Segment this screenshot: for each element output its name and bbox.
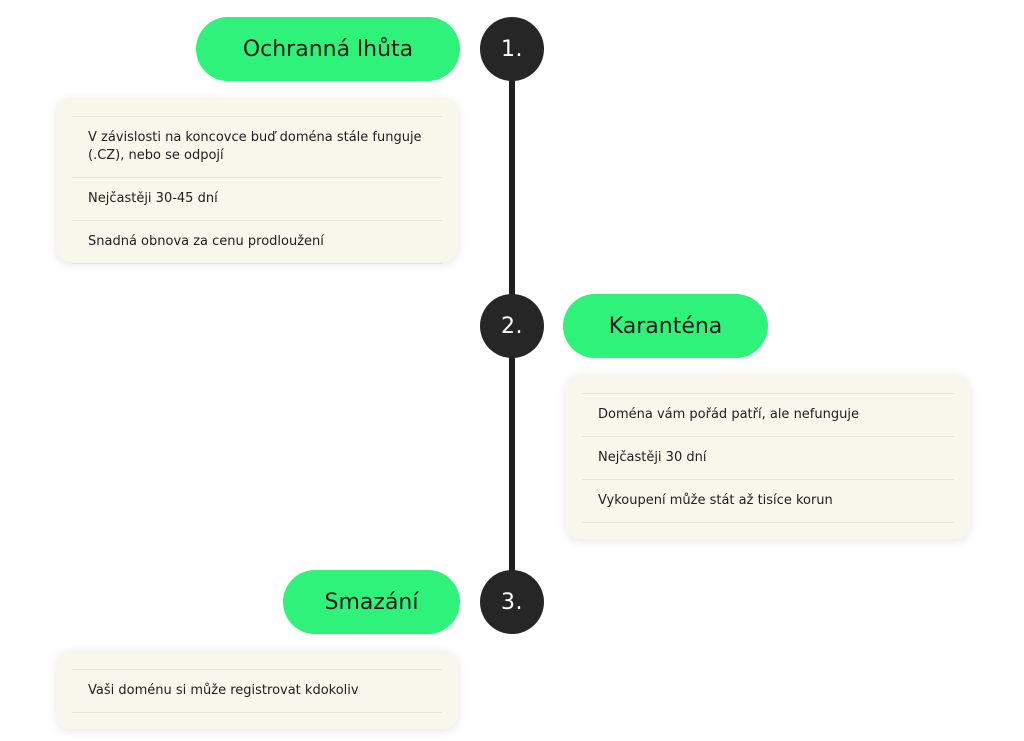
step-1-list: V závislosti na koncovce buď doména stál… — [72, 116, 442, 264]
list-item: Nejčastěji 30 dní — [582, 437, 954, 480]
list-item: Snadná obnova za cenu prodloužení — [72, 221, 442, 264]
step-3-list: Vaši doménu si může registrovat kdokoliv — [72, 669, 442, 713]
step-2-title: Karanténa — [563, 294, 768, 358]
step-1-card: V závislosti na koncovce buď doména stál… — [56, 98, 458, 264]
step-2-list: Doména vám pořád patří, ale nefunguje Ne… — [582, 393, 954, 523]
step-3-title: Smazání — [283, 570, 460, 634]
step-1-title: Ochranná lhůta — [196, 17, 460, 81]
step-3-number: 3. — [480, 570, 544, 634]
list-item: V závislosti na koncovce buď doména stál… — [72, 117, 442, 178]
step-2-card: Doména vám pořád patří, ale nefunguje Ne… — [566, 375, 970, 539]
step-3-card: Vaši doménu si může registrovat kdokoliv — [56, 651, 458, 729]
list-item: Doména vám pořád patří, ale nefunguje — [582, 394, 954, 437]
step-1-number: 1. — [480, 17, 544, 81]
list-item: Nejčastěji 30-45 dní — [72, 178, 442, 221]
step-2-number: 2. — [480, 294, 544, 358]
list-item: Vaši doménu si může registrovat kdokoliv — [72, 670, 442, 713]
list-item: Vykoupení může stát až tisíce korun — [582, 480, 954, 523]
